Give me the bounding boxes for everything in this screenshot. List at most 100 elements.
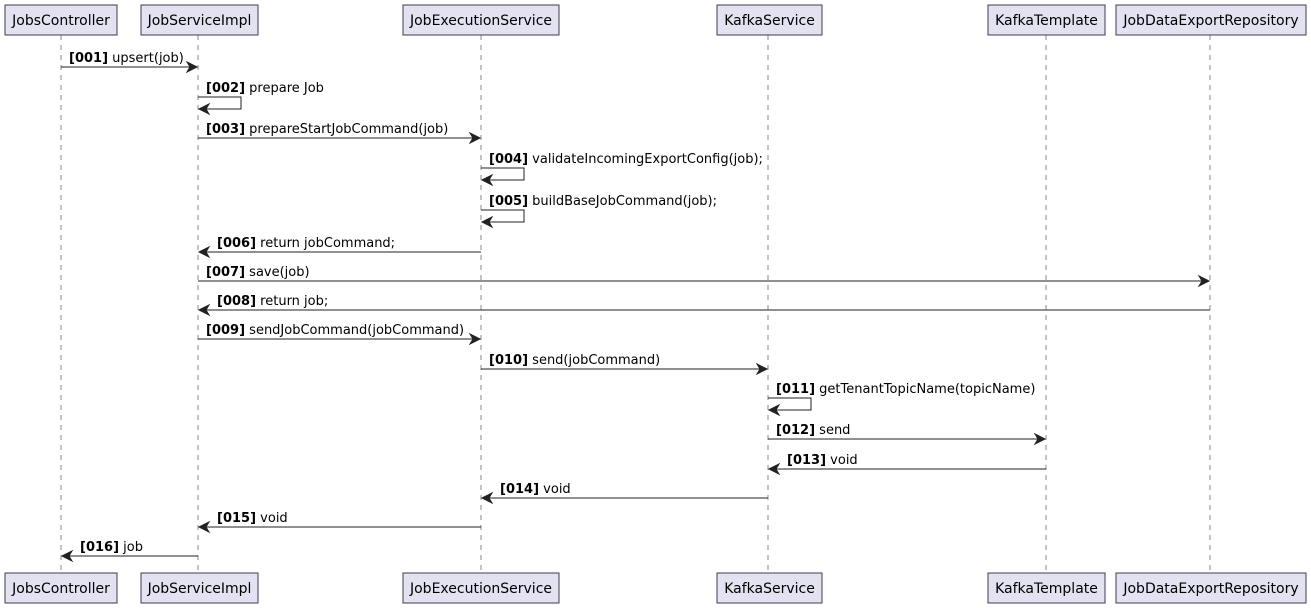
participant-kafka-service-bottom: KafkaService — [716, 572, 823, 604]
message-text: prepare Job — [249, 81, 324, 96]
self-message-line — [481, 167, 525, 181]
participant-label: JobDataExportRepository — [1122, 13, 1298, 29]
message-label: [001] upsert(job) — [69, 51, 184, 66]
message-number: [002] — [206, 81, 245, 96]
participant-label: KafkaTemplate — [995, 581, 1098, 597]
message-label: [013] void — [787, 453, 858, 468]
participant-label: JobServiceImpl — [147, 13, 252, 29]
participant-label: KafkaTemplate — [995, 13, 1098, 29]
arrow-head — [480, 173, 494, 187]
message-text: void — [260, 511, 288, 526]
self-message-line — [198, 96, 242, 110]
message-number: [014] — [500, 482, 539, 497]
message-number: [007] — [206, 265, 245, 280]
message-number: [005] — [489, 194, 528, 209]
message-7: [007] save(job) — [198, 265, 1211, 288]
message-text: send(jobCommand) — [532, 353, 660, 368]
participant-label: JobExecutionService — [409, 581, 552, 597]
participants-bottom: JobsController JobServiceImpl JobExecution… — [4, 572, 1307, 604]
arrow-head — [767, 403, 781, 417]
message-label: [011] getTenantTopicName(topicName) — [776, 382, 1035, 397]
arrow-head — [197, 303, 211, 317]
participant-jobs-controller-bottom: JobsController — [4, 572, 118, 604]
message-text: prepareStartJobCommand(job) — [249, 122, 448, 137]
message-8: [008] return job; — [197, 294, 1210, 317]
participant-label: JobServiceImpl — [147, 581, 252, 597]
participant-box — [1115, 4, 1307, 36]
message-text: return job; — [260, 294, 328, 309]
participant-box — [140, 4, 259, 36]
message-text: validateIncomingExportConfig(job); — [532, 152, 763, 167]
participant-job-execution-service-top: JobExecutionService — [402, 4, 560, 36]
message-number: [015] — [217, 511, 256, 526]
message-4: [004] validateIncomingExportConfig(job); — [480, 152, 763, 187]
message-14: [014] void — [480, 482, 768, 505]
message-label: [004] validateIncomingExportConfig(job); — [489, 152, 763, 167]
participant-box — [4, 572, 118, 604]
participant-box — [402, 4, 560, 36]
message-text: sendJobCommand(jobCommand) — [249, 323, 464, 338]
message-text: save(job) — [249, 265, 309, 280]
arrow-head — [468, 332, 482, 346]
participant-box — [987, 572, 1106, 604]
message-label: [002] prepare Job — [206, 81, 324, 96]
participant-job-data-export-repository-bottom: JobDataExportRepository — [1115, 572, 1307, 604]
message-1: [001] upsert(job) — [61, 51, 199, 74]
message-label: [015] void — [217, 511, 288, 526]
participant-label: KafkaService — [724, 581, 815, 597]
participants-top: JobsController JobServiceImpl JobExecution… — [4, 4, 1307, 36]
message-text: getTenantTopicName(topicName) — [819, 382, 1035, 397]
arrow-head — [197, 245, 211, 259]
message-text: upsert(job) — [112, 51, 184, 66]
message-number: [001] — [69, 51, 108, 66]
message-text: return jobCommand; — [260, 236, 395, 251]
message-text: void — [830, 453, 858, 468]
arrow-head — [1197, 274, 1211, 288]
message-number: [003] — [206, 122, 245, 137]
participant-label: KafkaService — [724, 13, 815, 29]
message-label: [010] send(jobCommand) — [489, 353, 660, 368]
participant-box — [4, 4, 118, 36]
message-label: [009] sendJobCommand(jobCommand) — [206, 323, 464, 338]
message-text: void — [543, 482, 571, 497]
participant-label: JobExecutionService — [409, 13, 552, 29]
message-number: [008] — [217, 294, 256, 309]
participant-box — [140, 572, 259, 604]
participant-job-service-impl-top: JobServiceImpl — [140, 4, 259, 36]
participant-kafka-template-top: KafkaTemplate — [987, 4, 1106, 36]
message-label: [007] save(job) — [206, 265, 310, 280]
participant-job-data-export-repository-top: JobDataExportRepository — [1115, 4, 1307, 36]
message-label: [006] return jobCommand; — [217, 236, 395, 251]
participant-job-service-impl-bottom: JobServiceImpl — [140, 572, 259, 604]
message-2: [002] prepare Job — [197, 81, 324, 116]
participant-job-execution-service-bottom: JobExecutionService — [402, 572, 560, 604]
message-number: [004] — [489, 152, 528, 167]
messages: [001] upsert(job) [002] prepare Job [003] … — [60, 51, 1211, 563]
message-10: [010] send(jobCommand) — [481, 353, 769, 376]
arrow-head — [468, 131, 482, 145]
self-message-line — [481, 209, 525, 223]
participant-box — [402, 572, 560, 604]
message-label: [016] job — [80, 540, 143, 555]
participant-box — [716, 572, 823, 604]
participant-jobs-controller-top: JobsController — [4, 4, 118, 36]
message-label: [012] send — [776, 423, 850, 438]
participant-box — [716, 4, 823, 36]
self-message-line — [768, 397, 812, 411]
message-number: [013] — [787, 453, 826, 468]
message-number: [012] — [776, 423, 815, 438]
arrow-head — [185, 60, 199, 74]
message-number: [006] — [217, 236, 256, 251]
message-16: [016] job — [60, 540, 198, 563]
arrow-head — [480, 215, 494, 229]
arrow-head — [755, 362, 769, 376]
message-text: send — [819, 423, 850, 438]
message-15: [015] void — [197, 511, 481, 534]
message-3: [003] prepareStartJobCommand(job) — [198, 122, 482, 145]
message-5: [005] buildBaseJobCommand(job); — [480, 194, 717, 229]
message-text: job — [122, 540, 143, 555]
message-label: [008] return job; — [217, 294, 328, 309]
message-12: [012] send — [768, 423, 1047, 446]
message-text: buildBaseJobCommand(job); — [532, 194, 717, 209]
